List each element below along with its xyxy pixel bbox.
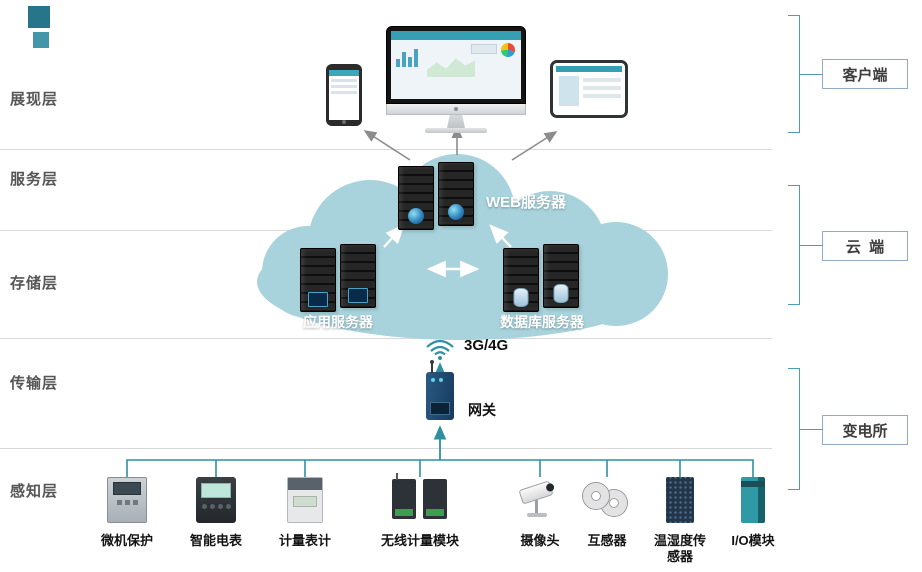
substation-side-label: 变电所 — [822, 415, 908, 445]
web-server-label: WEB服务器 — [486, 194, 566, 211]
client-bracket-connector — [799, 74, 822, 75]
tablet-app-header — [556, 66, 622, 72]
wireless-metering-module-icon — [392, 473, 448, 521]
layer-label-presentation: 展现层 — [10, 91, 59, 108]
tablet-screen — [556, 66, 622, 112]
smartphone-screen — [329, 70, 359, 120]
cloud-side-label: 云 端 — [822, 231, 908, 261]
monitor-icon — [348, 288, 368, 303]
layer-label-service: 服务层 — [10, 171, 59, 188]
dashboard-bar-chart — [396, 47, 418, 67]
led-indicator — [431, 378, 435, 382]
monitor-icon — [308, 292, 328, 307]
din-meter-top — [288, 478, 322, 490]
din-meter-icon — [287, 477, 323, 523]
desktop-screen — [386, 26, 526, 104]
current-transformer-icon — [583, 477, 631, 523]
database-icon — [513, 288, 529, 307]
camera-lens — [545, 482, 556, 493]
cellular-label: 3G/4G — [464, 337, 509, 354]
decorative-square-bottom — [33, 32, 49, 48]
device-label: 计量表计 — [278, 533, 331, 548]
wireless-module-2 — [423, 479, 447, 519]
db-server-icon-2 — [543, 244, 579, 308]
globe-icon — [448, 204, 464, 220]
db-server-label: 数据库服务器 — [500, 314, 584, 330]
device-label: 摄像头 — [520, 533, 560, 548]
io-module-icon — [741, 477, 765, 523]
layer-label-transmission: 传输层 — [10, 375, 59, 392]
relay-buttons — [108, 500, 146, 505]
smart-meter-icon — [196, 477, 236, 523]
camera-base — [527, 513, 547, 517]
divider-transmission-sensing — [0, 448, 772, 449]
device-label: 智能电表 — [189, 533, 242, 548]
client-side-label: 客户端 — [822, 59, 908, 89]
meter-lcd — [201, 483, 231, 498]
layer-label-sensing: 感知层 — [10, 483, 59, 500]
gateway-label: 网关 — [468, 402, 496, 418]
camera-mount — [535, 500, 538, 513]
temp-humidity-sensor-icon — [666, 477, 694, 523]
dashboard-line-chart — [427, 58, 475, 77]
transformer-ring — [583, 483, 609, 509]
app-server-icon-1 — [300, 248, 336, 312]
device-label: 温湿度传感器 — [653, 533, 706, 565]
relay-screen — [113, 482, 141, 495]
camera-icon — [518, 477, 562, 525]
tablet-icon — [550, 60, 628, 118]
antenna-icon — [430, 360, 434, 373]
dashboard-header — [391, 31, 521, 40]
device-label: 互感器 — [587, 533, 627, 548]
tablet-panel — [559, 76, 579, 106]
dashboard-pie-chart — [501, 43, 515, 57]
smartphone-icon — [326, 64, 362, 126]
meter-buttons — [196, 504, 236, 509]
device-label: I/O模块 — [731, 533, 775, 548]
divider-storage-transmission — [0, 338, 772, 339]
wireless-module-1 — [392, 473, 416, 519]
database-icon — [553, 284, 569, 303]
protection-relay-icon — [107, 477, 147, 523]
apple-logo-icon — [454, 107, 458, 111]
app-server-label: 应用服务器 — [303, 314, 373, 330]
gateway-icon — [426, 360, 454, 420]
desktop-monitor-icon — [386, 26, 526, 133]
web-server-icon-2 — [438, 162, 474, 226]
substation-bracket-connector — [799, 429, 822, 430]
desktop-base — [425, 128, 487, 133]
desktop-chin — [386, 104, 526, 115]
device-label: 微机保护 — [100, 533, 153, 548]
app-server-icon-2 — [340, 244, 376, 308]
decorative-square-top — [28, 6, 50, 28]
smartphone-app-header — [329, 70, 359, 76]
gateway-port — [430, 402, 450, 415]
device-label: 无线计量模块 — [380, 533, 459, 548]
db-server-icon-1 — [503, 248, 539, 312]
web-server-icon-1 — [398, 166, 434, 230]
globe-icon — [408, 208, 424, 224]
led-indicator — [439, 378, 443, 382]
din-meter-lcd — [293, 496, 317, 507]
dashboard-panel — [471, 44, 497, 54]
desktop-stand — [447, 115, 465, 128]
layer-label-storage: 存储层 — [10, 275, 59, 292]
desktop-dashboard — [391, 31, 521, 99]
cloud-bracket-connector — [799, 245, 822, 246]
